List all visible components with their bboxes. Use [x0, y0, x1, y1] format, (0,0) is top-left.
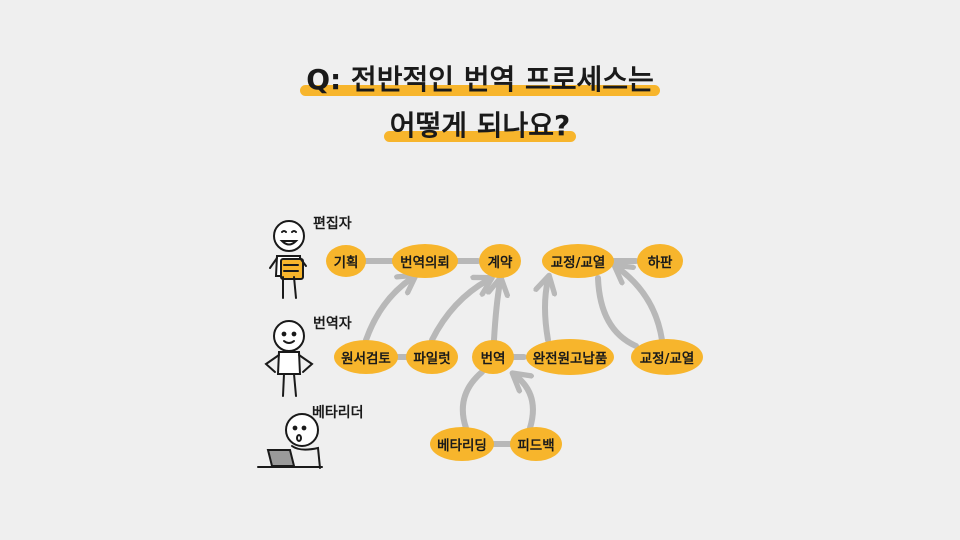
- node-beta-read: 베타리딩: [437, 438, 487, 454]
- node-final: 완전원고납품: [532, 351, 608, 367]
- arrow-proof-return: [618, 268, 665, 343]
- arrow-feedback-to-translate: [516, 376, 536, 431]
- node-proof-top: 교정/교열: [550, 255, 606, 271]
- arrow-translate-to-beta: [459, 369, 485, 431]
- blob-proof-bottom: [631, 339, 703, 375]
- connectors: [357, 258, 665, 447]
- blob-beta-read: [430, 427, 494, 461]
- node-contract: 계약: [487, 255, 513, 271]
- blob-proof-top: [542, 244, 614, 278]
- arrow-pilot-to-contract: [429, 280, 488, 343]
- title-line-1: Q: 전반적인 번역 프로세스는: [0, 58, 960, 98]
- blob-pilot: [406, 340, 458, 374]
- role-editor-label: 편집자: [313, 216, 352, 232]
- title-line-2-text: 어떻게 되나요?: [383, 104, 577, 144]
- role-translator-label: 번역자: [313, 316, 352, 332]
- blob-final: [526, 339, 614, 375]
- blob-review: [334, 340, 398, 374]
- node-request: 번역의뢰: [400, 255, 450, 271]
- arrow-final-to-proof: [545, 280, 548, 343]
- blob-translate: [472, 340, 514, 374]
- blob-publish: [637, 244, 683, 278]
- blob-request: [392, 244, 458, 278]
- arrow-review-to-request: [363, 278, 412, 343]
- arrow-translate-to-contract: [494, 282, 500, 343]
- title-line-2: 어떻게 되나요?: [0, 104, 960, 144]
- blob-contract: [479, 244, 521, 278]
- node-pilot: 파일럿: [413, 351, 451, 367]
- role-beta-reader-label: 베타리더: [312, 405, 364, 421]
- node-publish: 하판: [647, 255, 673, 271]
- node-translate: 번역: [480, 351, 506, 367]
- node-proof-bottom: 교정/교열: [639, 351, 695, 367]
- node-blobs: [326, 244, 703, 461]
- translator-figure-icon: [264, 320, 314, 397]
- beta-reader-figure-icon: [257, 413, 323, 469]
- node-review: 원서검토: [341, 351, 391, 367]
- node-plan: 기획: [333, 255, 359, 271]
- blob-plan: [326, 245, 366, 277]
- blob-feedback: [510, 427, 562, 461]
- loop-proof-cycle: [595, 275, 639, 349]
- editor-figure-icon: [269, 220, 307, 299]
- node-feedback: 피드백: [517, 438, 555, 454]
- title-line-1-text: Q: 전반적인 번역 프로세스는: [300, 58, 660, 98]
